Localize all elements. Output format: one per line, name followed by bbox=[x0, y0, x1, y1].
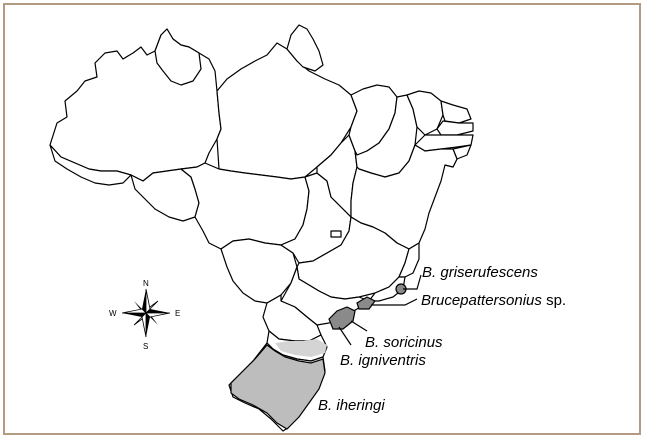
range-light-band bbox=[275, 339, 327, 357]
compass-rose: N S E W bbox=[109, 279, 180, 351]
compass-point-e-top bbox=[146, 309, 170, 313]
label-brucepattersonius-sp: Brucepattersonius sp. bbox=[421, 292, 566, 309]
label-b-griserufescens: B. griserufescens bbox=[422, 264, 538, 281]
range-b-soricinus bbox=[328, 306, 356, 330]
compass-point-w-top bbox=[121, 308, 147, 314]
state-paraiba bbox=[436, 120, 474, 136]
state-roraima bbox=[154, 28, 202, 86]
brazil-distribution-map: B. griserufescens Brucepattersonius sp. … bbox=[49, 24, 566, 432]
state-ceara bbox=[406, 90, 444, 136]
species-ranges bbox=[230, 283, 407, 430]
label-b-igniventris: B. igniventris bbox=[340, 352, 426, 369]
leader-b-igniventris bbox=[338, 326, 352, 346]
range-b-iheringi bbox=[230, 344, 326, 430]
map-frame: B. griserufescens Brucepattersonius sp. … bbox=[3, 3, 641, 435]
brazil-states bbox=[49, 24, 474, 432]
state-distrito-federal bbox=[330, 230, 342, 238]
label-b-soricinus: B. soricinus bbox=[365, 334, 443, 351]
compass-point-e-bottom bbox=[145, 312, 171, 318]
leader-b-griserufescens bbox=[403, 274, 422, 290]
state-acre bbox=[49, 144, 132, 186]
compass-south: S bbox=[143, 342, 148, 351]
compass-point-s-left bbox=[141, 312, 147, 338]
species-labels: B. griserufescens Brucepattersonius sp. … bbox=[318, 264, 566, 414]
compass-point-w-bottom bbox=[122, 313, 146, 317]
compass-west: W bbox=[109, 309, 117, 318]
leader-b-soricinus bbox=[350, 320, 368, 332]
compass-point-n-right bbox=[145, 288, 151, 314]
compass-east: E bbox=[175, 309, 180, 318]
compass-point-s-right bbox=[146, 313, 150, 337]
state-espirito-santo bbox=[398, 242, 420, 278]
compass-north: N bbox=[143, 279, 149, 288]
compass-point-n-left bbox=[142, 289, 146, 313]
state-rio-grande-do-norte bbox=[440, 100, 472, 124]
leader-lines bbox=[338, 274, 422, 346]
label-b-iheringi: B. iheringi bbox=[318, 397, 385, 414]
leader-brucepattersonius-sp bbox=[371, 298, 418, 306]
state-amapa bbox=[286, 24, 324, 72]
